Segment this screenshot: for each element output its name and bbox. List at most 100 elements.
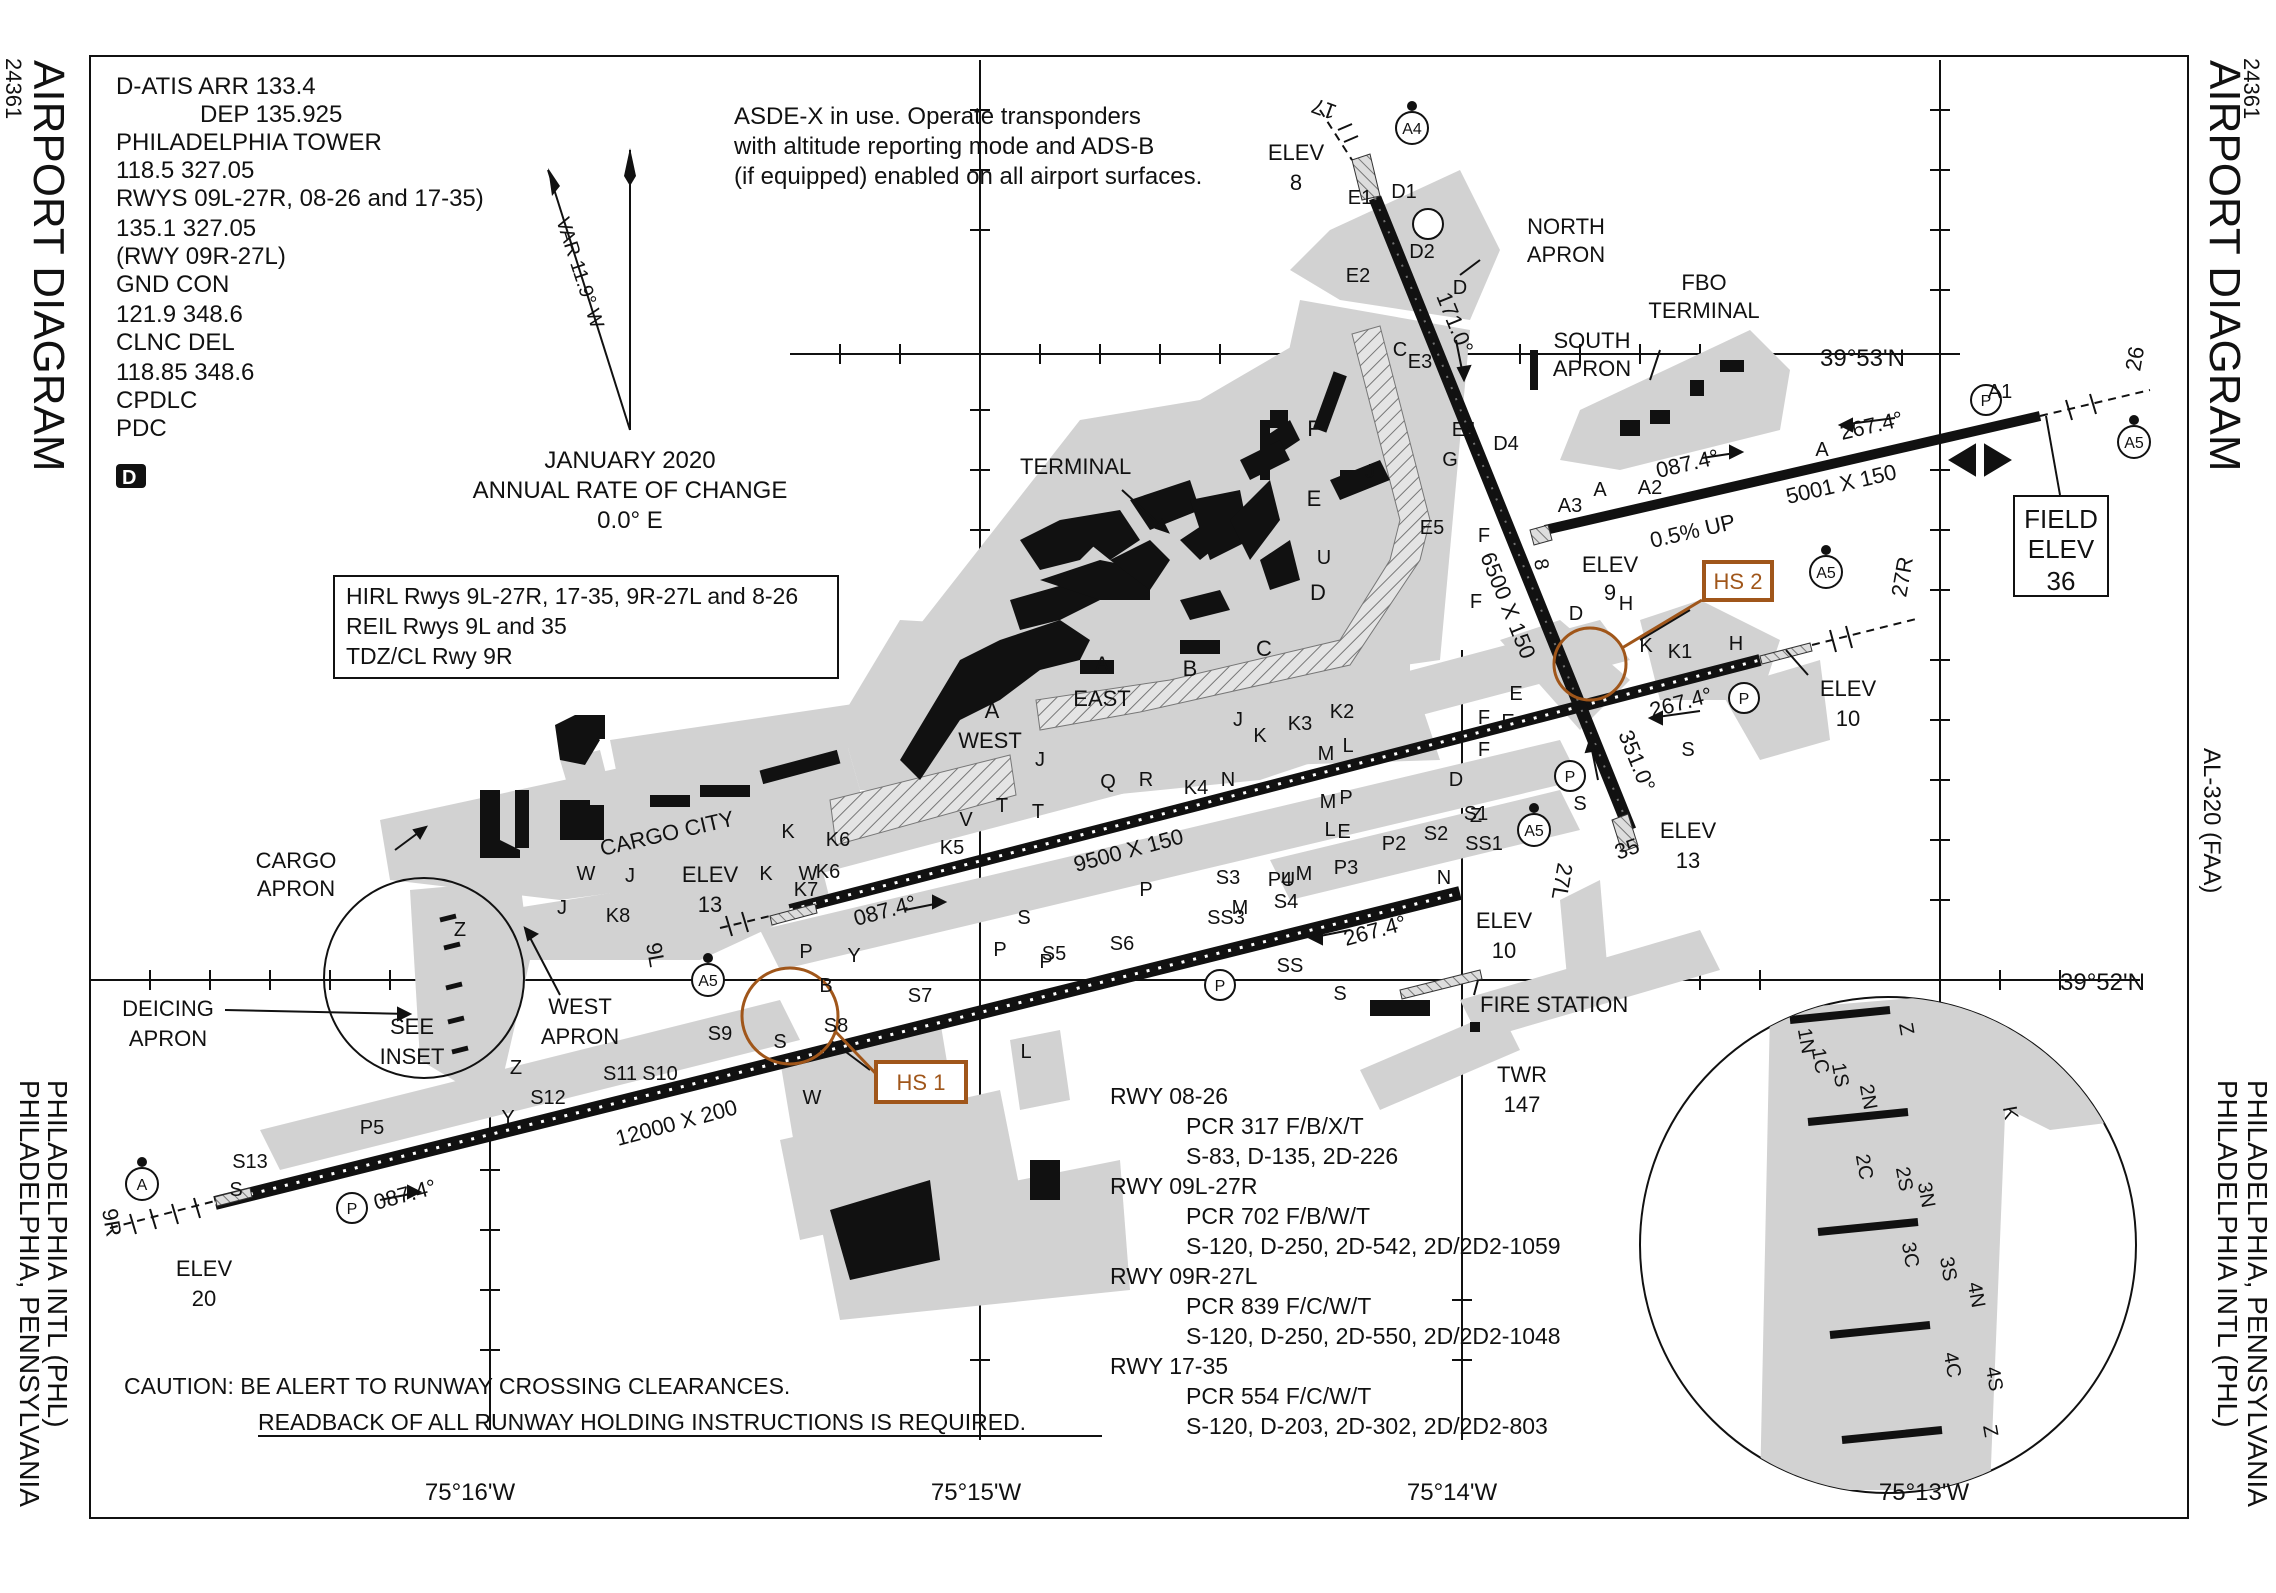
taxiway-label: R xyxy=(1139,769,1153,791)
elevation-label: ELEV xyxy=(1820,676,1877,701)
caution-line: READBACK OF ALL RUNWAY HOLDING INSTRUCTI… xyxy=(258,1409,1026,1435)
inset-label: 3N xyxy=(1913,1180,1939,1209)
airport-symbol-label: P xyxy=(1565,769,1576,786)
runway-pcr-line: S-120, D-250, 2D-550, 2D/2D2-1048 xyxy=(1186,1323,1561,1349)
taxiway-label: G xyxy=(1442,449,1458,471)
inset-label: 2S xyxy=(1891,1165,1917,1193)
taxiway-label: A xyxy=(1815,439,1829,461)
airport-symbol-label: A4 xyxy=(1402,121,1422,138)
asde-note-line: with altitude reporting mode and ADS-B xyxy=(733,133,1154,160)
runway-pcr-line: PCR 839 F/C/W/T xyxy=(1186,1293,1371,1319)
chart-id: AL-320 (FAA) xyxy=(2198,748,2225,893)
magnetic-variation-arrow xyxy=(547,148,636,431)
runway-pcr-line: S-120, D-250, 2D-542, 2D/2D2-1059 xyxy=(1186,1233,1561,1259)
fire-station-label: FIRE STATION xyxy=(1480,992,1628,1017)
hot-spot-2-box xyxy=(1702,560,1774,602)
airport-symbol-label: A5 xyxy=(1524,823,1544,840)
west-apron-label: APRON xyxy=(541,1024,619,1049)
taxiway-label: A2 xyxy=(1638,477,1662,499)
taxiway-label: E5 xyxy=(1420,517,1444,539)
taxiway-label: A3 xyxy=(1558,495,1582,517)
frequency-line: (RWY 09R-27L) xyxy=(116,243,286,270)
taxiway-label: Q xyxy=(1100,771,1116,793)
inset-locator-bars xyxy=(439,913,469,1055)
taxiway-label: U xyxy=(1281,869,1295,891)
taxiway-label: M xyxy=(1232,897,1249,919)
taxiway-label: F xyxy=(1478,707,1490,729)
taxiway-label: M xyxy=(1320,791,1337,813)
magvar-rate-label: ANNUAL RATE OF CHANGE xyxy=(473,477,788,504)
runway-end-35: 35 xyxy=(1611,833,1643,865)
inset-label: 3S xyxy=(1935,1255,1961,1283)
taxiway-label: S xyxy=(1573,793,1586,815)
caution-line: CAUTION: BE ALERT TO RUNWAY CROSSING CLE… xyxy=(124,1373,790,1399)
chart-number-left: 24361 xyxy=(1,58,26,119)
non-movement-area-cargo xyxy=(829,754,1017,846)
lighting-line: HIRL Rwys 9L-27R, 17-35, 9R-27L and 8-26 xyxy=(346,583,798,609)
lighting-line: TDZ/CL Rwy 9R xyxy=(346,643,513,669)
taxiway-label: P4 xyxy=(1268,869,1292,891)
chart-border xyxy=(89,55,2189,1519)
hot-spot-1-box xyxy=(874,1060,968,1104)
taxiway-label: P xyxy=(1039,951,1052,973)
side-title-right: AIRPORT DIAGRAM xyxy=(2200,60,2249,472)
latitude-north: 39°53'N xyxy=(1820,345,1905,372)
taxiway-label: K xyxy=(1639,635,1653,657)
taxiway-label: SS3 xyxy=(1207,907,1245,929)
terminal-label: TERMINAL xyxy=(1020,454,1131,479)
taxiway-label: S2 xyxy=(1424,823,1448,845)
inset-label: 2C xyxy=(1851,1152,1877,1181)
inset-label: 1S xyxy=(1827,1061,1853,1089)
taxiway-label: J xyxy=(1035,749,1045,771)
taxiway-label: E xyxy=(1501,711,1514,733)
hot-spots xyxy=(740,598,1703,1080)
runway-pcr-line: RWY 17-35 xyxy=(1110,1353,1228,1379)
runway-pcr-line: PCR 702 F/B/W/T xyxy=(1186,1203,1370,1229)
taxiway-label: S4 xyxy=(1274,891,1298,913)
elevation-label: ELEV xyxy=(176,1256,233,1281)
taxiway-label: L xyxy=(1020,1041,1031,1063)
concourse-label: F xyxy=(1307,416,1320,441)
tower-height: 147 xyxy=(1504,1092,1541,1117)
cargo-apron-label: APRON xyxy=(257,876,335,901)
taxiway-label: J xyxy=(557,897,567,919)
airport-symbol-label: P xyxy=(1215,978,1226,995)
deicing-inset xyxy=(1639,996,2137,1494)
taxiway-label: K7 xyxy=(794,879,818,901)
runway-heading: 087.4° xyxy=(371,1174,439,1215)
chart-number-right: 24361 xyxy=(2239,58,2264,119)
taxiway-label: E xyxy=(1337,821,1350,843)
taxiway-label: K1 xyxy=(1668,641,1692,663)
south-apron-label: APRON xyxy=(1553,356,1631,381)
concourse-label: EAST xyxy=(1073,686,1130,711)
taxiway-label: A1 xyxy=(1988,381,2012,403)
taxiway-label: C xyxy=(1393,339,1407,361)
inset-label: K xyxy=(1998,1104,2022,1122)
taxiway-label: S13 xyxy=(232,1151,268,1173)
taxiway-label: K5 xyxy=(940,837,964,859)
elevation-value: 8 xyxy=(1290,170,1302,195)
taxiway-label: S xyxy=(229,1179,242,1201)
runway-heading: 267.4° xyxy=(1838,406,1906,445)
airport-symbol-label: A xyxy=(137,1177,148,1194)
field-elev-line: FIELD xyxy=(2024,504,2098,534)
symbols xyxy=(125,101,2151,1224)
deicing-apron-label: DEICING xyxy=(122,996,214,1021)
displaced-thresholds xyxy=(214,153,1813,1207)
airport-symbol-label: A5 xyxy=(2124,435,2144,452)
taxiway-label: SS xyxy=(1277,955,1304,977)
runway-end-8: 8 xyxy=(1529,557,1553,572)
taxiway-label: S10 xyxy=(642,1063,678,1085)
field-elev-value: 36 xyxy=(2047,566,2076,596)
inset-label: 1N xyxy=(1793,1026,1819,1055)
elevation-value: 9 xyxy=(1604,580,1616,605)
taxiway-label: B xyxy=(819,975,832,997)
west-apron-label: WEST xyxy=(548,994,612,1019)
taxiway-label: H xyxy=(1729,633,1743,655)
field-elev-line: ELEV xyxy=(2028,534,2095,564)
taxiway-label: U xyxy=(1317,547,1331,569)
taxiway-label: S1 xyxy=(1464,803,1488,825)
airport-symbol-label: P xyxy=(1739,691,1750,708)
taxiway-label: S6 xyxy=(1110,933,1134,955)
